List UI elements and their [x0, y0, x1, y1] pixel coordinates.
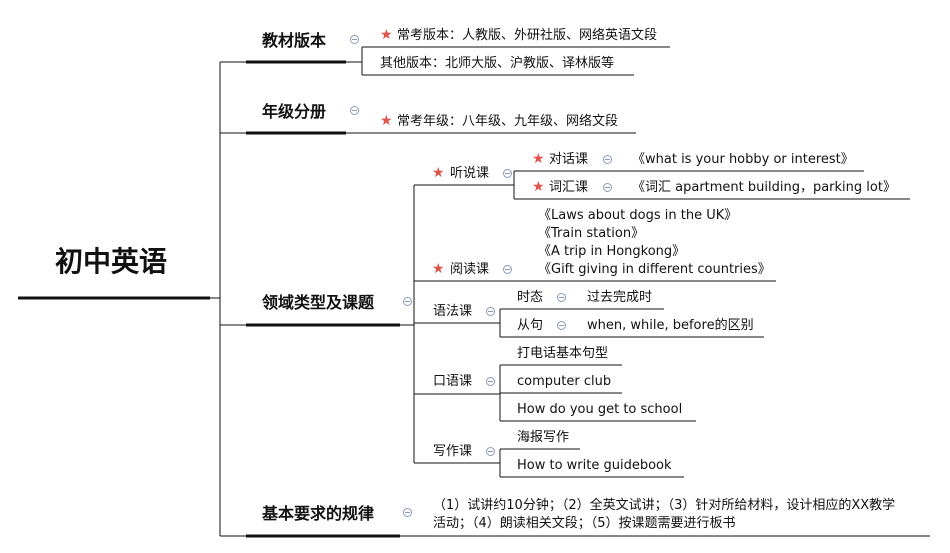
- grade-common[interactable]: 常考年级：八年级、九年级、网络文段: [397, 114, 619, 129]
- collapse-icon[interactable]: [503, 169, 512, 178]
- writing-lesson[interactable]: How to write guidebook: [517, 458, 672, 473]
- star-icon: ★: [380, 113, 393, 129]
- collapse-icon[interactable]: [486, 447, 495, 456]
- tense-topic[interactable]: 时态: [517, 290, 544, 305]
- collapse-icon[interactable]: [603, 155, 612, 164]
- collapse-icon[interactable]: [557, 321, 566, 330]
- dialogue-lesson[interactable]: 《what is your hobby or interest》: [632, 152, 854, 167]
- collapse-icon[interactable]: [503, 265, 512, 274]
- grade-topic[interactable]: 年级分册: [262, 102, 327, 121]
- star-icon: ★: [380, 27, 393, 43]
- collapse-icon[interactable]: [486, 307, 495, 316]
- textbook-common[interactable]: 常考版本：人教版、外研社版、网络英语文段: [397, 28, 658, 43]
- star-icon: ★: [432, 165, 445, 181]
- star-icon: ★: [432, 261, 445, 277]
- domain-topic[interactable]: 领域类型及课题: [262, 293, 375, 312]
- root-topic[interactable]: 初中英语: [55, 245, 168, 278]
- speaking-lesson[interactable]: 打电话基本句型: [517, 346, 609, 361]
- vocab-lesson[interactable]: 《词汇 apartment building，parking lot》: [632, 180, 896, 195]
- collapse-icon[interactable]: [403, 508, 412, 517]
- reading-topic[interactable]: 阅读课: [450, 262, 490, 277]
- reading-lesson[interactable]: 《Train station》: [538, 226, 645, 241]
- star-icon: ★: [532, 151, 545, 167]
- tense-lesson[interactable]: 过去完成时: [587, 290, 653, 305]
- speaking-lesson[interactable]: computer club: [517, 374, 612, 389]
- speaking-topic[interactable]: 口语课: [433, 374, 473, 389]
- vocab-topic[interactable]: 词汇课: [549, 180, 589, 195]
- collapse-icon[interactable]: [603, 183, 612, 192]
- dialogue-topic[interactable]: 对话课: [549, 152, 589, 167]
- clause-lesson[interactable]: when, while, before的区别: [587, 318, 754, 333]
- writing-topic[interactable]: 写作课: [433, 444, 473, 459]
- textbook-other[interactable]: 其他版本：北师大版、沪教版、译林版等: [380, 56, 615, 71]
- grammar-topic[interactable]: 语法课: [433, 304, 473, 319]
- collapse-icon[interactable]: [486, 377, 495, 386]
- collapse-icon[interactable]: [403, 297, 412, 306]
- star-icon: ★: [532, 179, 545, 195]
- rules-line-1[interactable]: （1）试讲约10分钟；（2）全英文试讲；（3）针对所给材料，设计相应的XX教学: [433, 498, 896, 513]
- reading-lesson[interactable]: 《Gift giving in different countries》: [538, 262, 771, 277]
- reading-lesson[interactable]: 《A trip in Hongkong》: [538, 244, 686, 259]
- clause-topic[interactable]: 从句: [517, 318, 544, 333]
- reading-lesson[interactable]: 《Laws about dogs in the UK》: [538, 208, 738, 223]
- speaking-lesson[interactable]: How do you get to school: [517, 402, 683, 417]
- collapse-icon[interactable]: [350, 35, 359, 44]
- collapse-icon[interactable]: [350, 106, 359, 115]
- listening-topic[interactable]: 听说课: [450, 166, 490, 181]
- writing-lesson[interactable]: 海报写作: [517, 430, 570, 445]
- collapse-icon[interactable]: [557, 293, 566, 302]
- textbook-topic[interactable]: 教材版本: [262, 31, 327, 50]
- rules-line-2[interactable]: 活动；（4）朗读相关文段；（5）按课题需要进行板书: [433, 516, 736, 531]
- rules-topic[interactable]: 基本要求的规律: [262, 504, 375, 523]
